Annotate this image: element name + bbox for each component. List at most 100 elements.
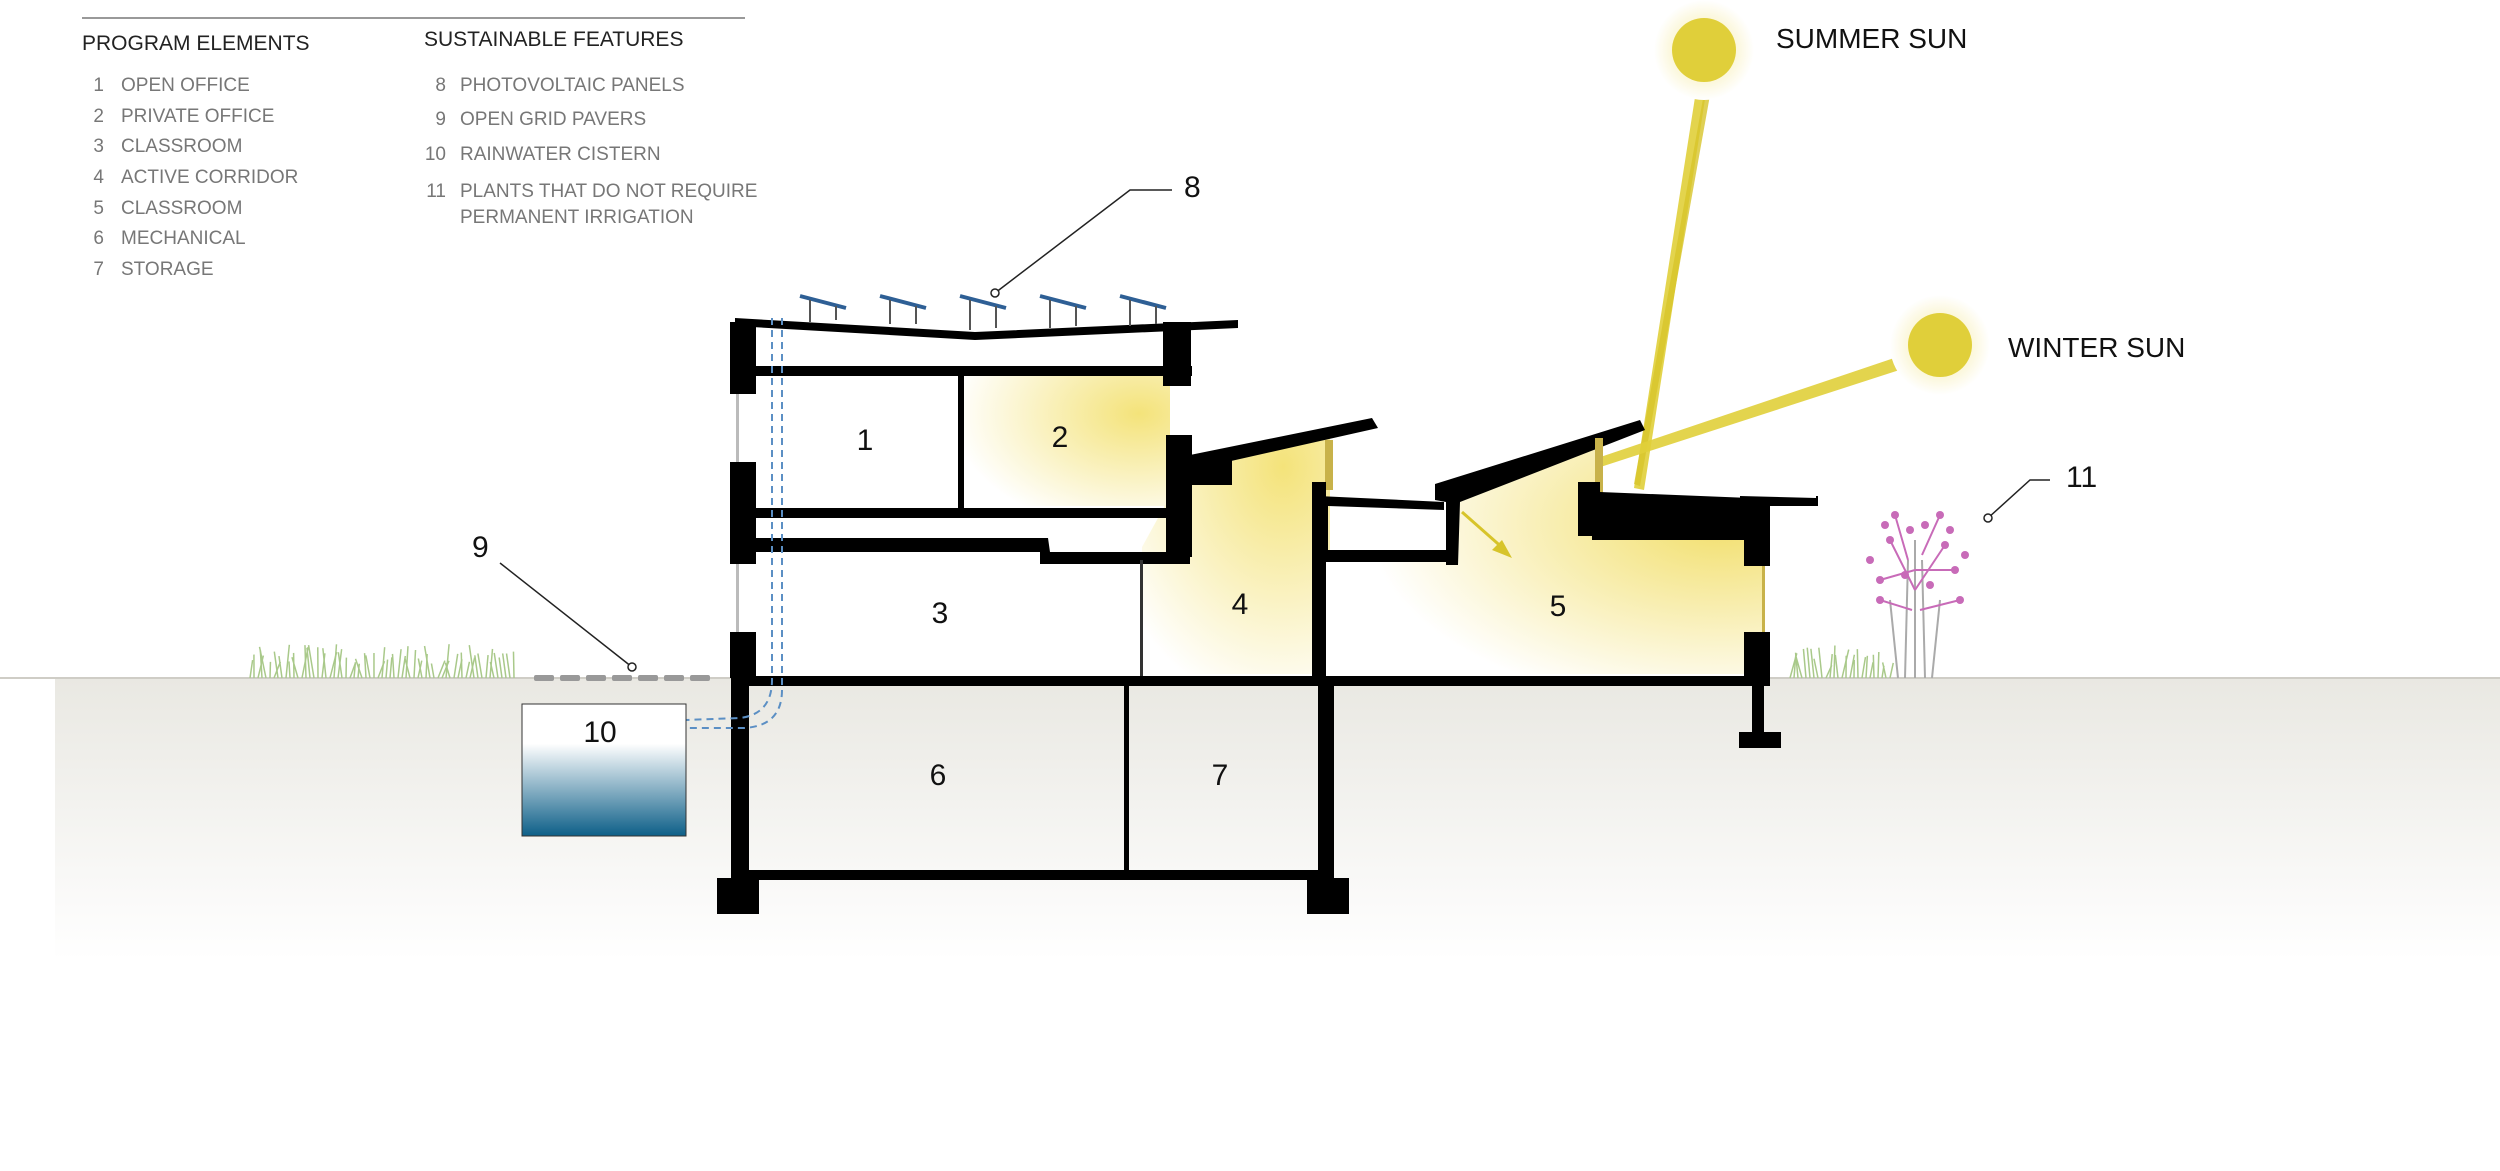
- box-outline: [1578, 482, 1818, 540]
- blossom: [1961, 551, 1969, 559]
- leader-dot: [1983, 513, 1993, 523]
- program-item-label: ACTIVE CORRIDOR: [121, 167, 298, 188]
- sustainable-item-label: PHOTOVOLTAIC PANELS: [460, 75, 685, 96]
- rainwater-cistern: [521, 703, 687, 837]
- grass-blade: [405, 646, 409, 679]
- flowering-plants: [1866, 511, 1969, 679]
- blossom: [1876, 596, 1884, 604]
- footing: [1307, 878, 1349, 914]
- blossom: [1926, 581, 1934, 589]
- sunlight-arrow: [1461, 510, 1512, 558]
- pavers-leader: [499, 562, 633, 668]
- wall-segment: [1744, 500, 1770, 566]
- blossom: [1886, 536, 1894, 544]
- pv-panel: [1039, 294, 1087, 310]
- grass-blade: [501, 653, 507, 679]
- grass-blade: [1877, 651, 1880, 679]
- open-grid-pavers: [534, 675, 710, 681]
- wall-segment: [1744, 632, 1770, 680]
- grass-blade: [288, 661, 291, 679]
- grass-blade: [385, 659, 389, 679]
- basement-floor: [740, 870, 1330, 880]
- floor-slab: [740, 676, 1770, 686]
- grass-blade: [365, 655, 371, 679]
- grass-blade: [304, 645, 307, 679]
- grass-blade: [353, 662, 357, 679]
- grass-blade: [391, 653, 395, 679]
- room-5-daylight: [1324, 440, 1764, 674]
- grass-blade: [1806, 647, 1811, 679]
- corridor-roof: [1190, 418, 1378, 468]
- grass-blade: [1813, 658, 1819, 679]
- grass-blade: [404, 658, 411, 679]
- grass-blade: [278, 655, 283, 679]
- wall-segment: [1166, 435, 1192, 557]
- grass-blade: [1856, 649, 1859, 679]
- floor-slab: [740, 508, 1180, 518]
- grass-blade: [453, 653, 459, 679]
- blossom: [1881, 521, 1889, 529]
- grass-blade: [485, 654, 489, 679]
- grass-blade: [417, 658, 423, 679]
- winter-sun: [1890, 295, 1990, 395]
- pv-callout-number: 8: [1184, 171, 1201, 204]
- program-item-label: OPEN OFFICE: [121, 75, 250, 96]
- grass-blade: [1889, 662, 1895, 679]
- wall-segment: [1163, 322, 1191, 386]
- program-item-label: CLASSROOM: [121, 198, 242, 219]
- program-item-label: PRIVATE OFFICE: [121, 106, 274, 127]
- sun-icon: [1908, 313, 1972, 377]
- sustainable-item-label: OPEN GRID PAVERS: [460, 109, 646, 130]
- grass-blade: [1841, 649, 1850, 679]
- paver: [560, 675, 580, 681]
- window: [1762, 566, 1765, 632]
- room-4-number: 4: [1232, 588, 1249, 621]
- program-item-label: MECHANICAL: [121, 228, 246, 249]
- grass-blade: [291, 656, 299, 679]
- program-item-num: 3: [93, 136, 104, 157]
- program-elements-heading: PROGRAM ELEMENTS: [82, 32, 310, 55]
- grass-right: [1789, 645, 1895, 679]
- room-1-number: 1: [857, 424, 874, 457]
- pavers-callout-number: 9: [472, 531, 489, 564]
- program-item-num: 1: [93, 75, 104, 96]
- wall-segment: [730, 322, 756, 394]
- grass-blade: [1795, 656, 1803, 679]
- callout-leaders: [499, 189, 2050, 672]
- grass-blade: [401, 655, 407, 679]
- upper-roof: [735, 318, 1238, 340]
- blossom: [1901, 571, 1909, 579]
- grass-blade: [493, 652, 499, 679]
- legend: PROGRAM ELEMENTS 1 OPEN OFFICE 2 PRIVATE…: [82, 17, 757, 280]
- summer-sun-ray-inner: [1634, 82, 1712, 486]
- grass-blade: [444, 662, 451, 679]
- grass-blade: [489, 661, 495, 679]
- grass-blade: [389, 657, 393, 679]
- program-item-label: CLASSROOM: [121, 136, 242, 157]
- grass-blade: [477, 653, 483, 679]
- box-outline: [1318, 496, 1458, 562]
- room-3-number: 3: [932, 597, 949, 630]
- blossom: [1866, 556, 1874, 564]
- plant-branches: [1879, 514, 1961, 611]
- rainwater-pipes: [685, 318, 783, 729]
- paver: [612, 675, 632, 681]
- grass-blade: [465, 661, 471, 679]
- sustainable-item-num: 11: [426, 181, 446, 202]
- blossom: [1891, 511, 1899, 519]
- program-item-num: 5: [93, 198, 104, 219]
- clerestory-beam: [1190, 455, 1232, 485]
- column: [1752, 678, 1764, 734]
- plant-stem: [1889, 599, 1899, 679]
- grass-blade: [1861, 656, 1867, 679]
- sustainable-item-num: 10: [425, 144, 446, 165]
- program-item-num: 7: [93, 259, 104, 280]
- building-section: [717, 318, 1818, 914]
- partition: [958, 376, 964, 510]
- blossom: [1941, 541, 1949, 549]
- grass-blade: [1810, 648, 1815, 679]
- pv-leader: [994, 189, 1172, 294]
- box-outline: [1592, 532, 1750, 540]
- pv-panel: [959, 294, 1007, 310]
- grass-blade: [337, 652, 343, 679]
